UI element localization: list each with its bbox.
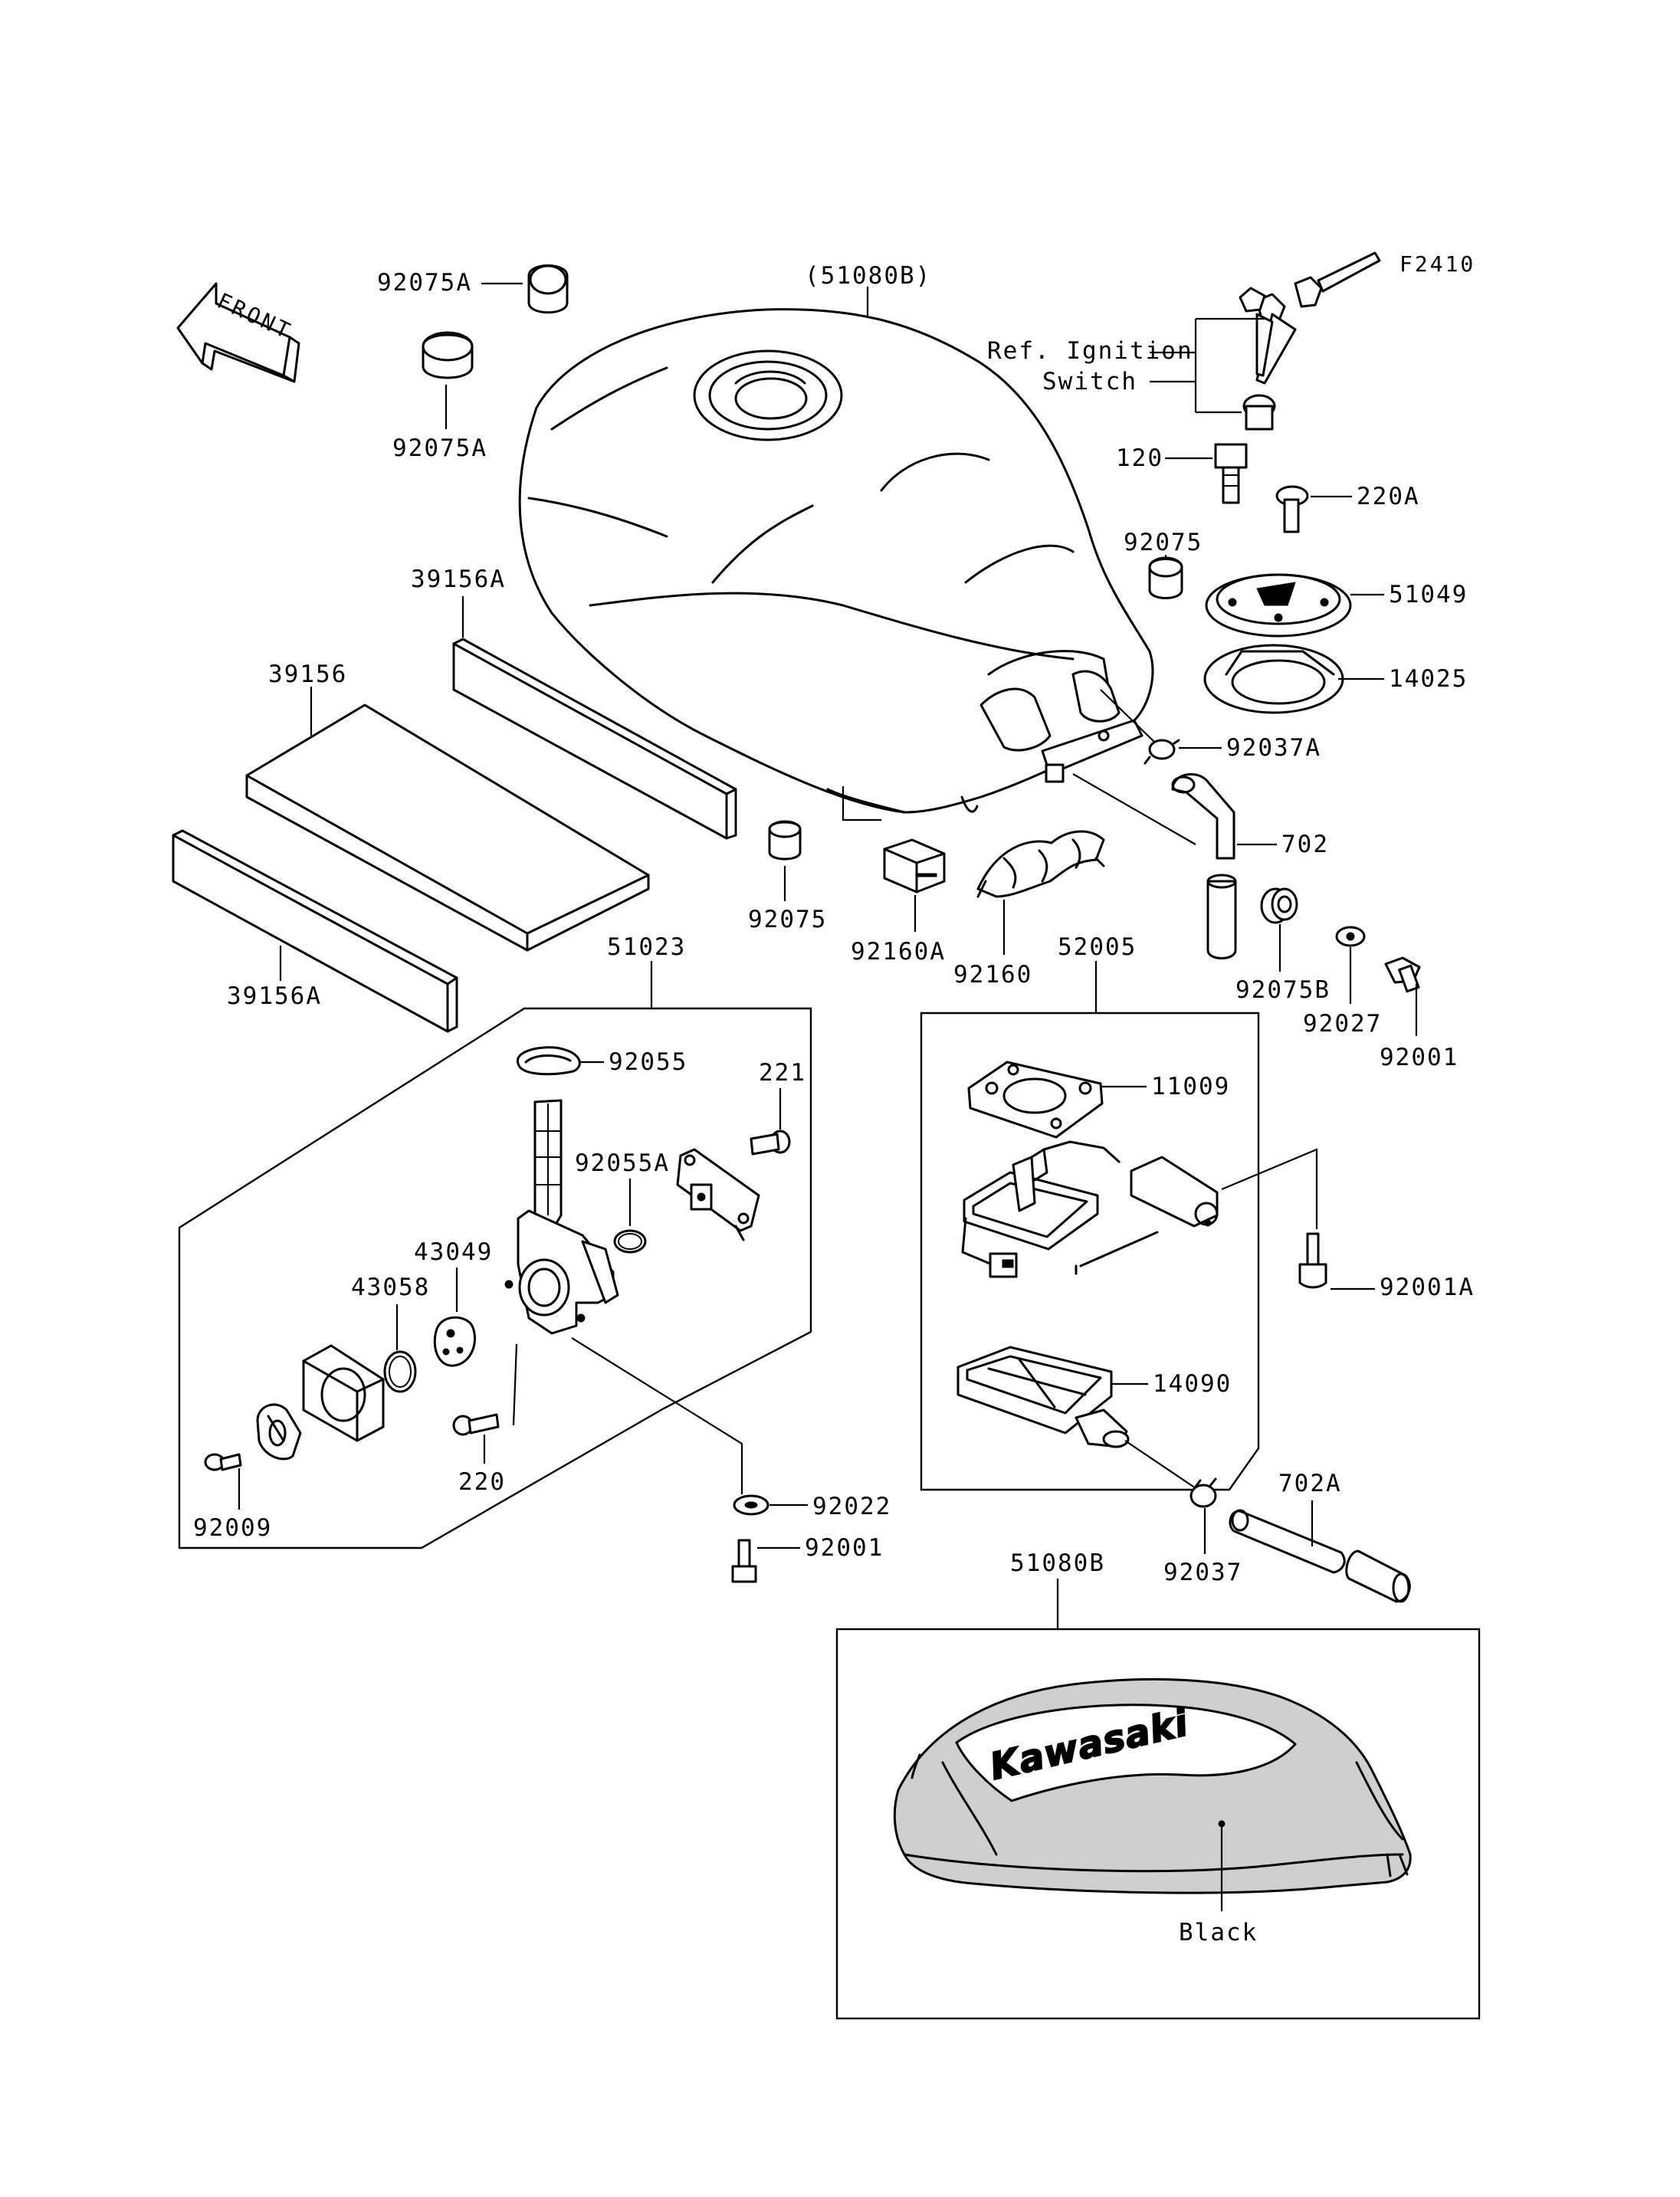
cushion-92075-mid-icon [768,820,802,861]
pad-39156A-top-icon [452,638,737,840]
clip-92037A-icon [1144,739,1180,765]
seal-43049-icon [433,1316,477,1367]
filter-14090-icon [956,1346,1130,1448]
damper-92160A-icon [883,838,946,894]
label-221: 221 [759,1059,806,1087]
label-92037A: 92037A [1226,734,1321,762]
assembly-box-52005 [920,1012,1260,1491]
ref-ignition-line1: Ref. Ignition [987,337,1193,365]
pad-39156-icon [245,703,650,952]
hose-702-icon [1171,772,1237,959]
screw-220A-icon [1275,485,1309,533]
oring-43058-icon [383,1350,417,1393]
label-92075B: 92075B [1235,976,1331,1004]
ignition-key-icon [1239,251,1381,385]
label-92001-bottom: 92001 [805,1534,884,1562]
ref-ignition-line2: Switch [1042,368,1137,395]
label-92075A-lower: 92075A [392,434,487,462]
screw-221-icon [750,1130,791,1156]
label-120: 120 [1116,444,1163,472]
bolt-92001-right-icon [1384,956,1421,993]
label-92075-mid: 92075 [748,906,827,933]
label-39156: 39156 [268,661,347,688]
black-tank-illustration: Kawasaki [893,1677,1412,1894]
oring-92055A-icon [613,1229,647,1254]
label-92055A: 92055A [575,1149,670,1177]
cap-51049-icon [1205,573,1352,638]
lever-plate-icon [302,1344,385,1442]
bolt-92001-bottom-icon [731,1539,757,1583]
label-43049: 43049 [414,1238,493,1266]
label-51023: 51023 [607,933,686,961]
fuel-level-sensor-icon [961,1140,1219,1278]
washer-92022-icon [733,1494,769,1516]
fuel-tank-illustration [518,308,1154,814]
label-92037: 92037 [1163,1559,1242,1586]
clip-92037-icon [1189,1477,1217,1508]
damper-92160-icon [976,830,1105,898]
label-11009: 11009 [1151,1073,1230,1100]
gasket-14025-icon [1203,644,1344,714]
label-14090: 14090 [1153,1370,1232,1398]
label-92160A: 92160A [851,938,946,966]
lever-knob-icon [256,1403,302,1461]
label-92001A: 92001A [1380,1274,1475,1301]
label-92001-right: 92001 [1380,1044,1459,1071]
label-52005: 52005 [1058,933,1137,961]
assembly-box-51023 [178,1007,812,1549]
label-51080B: 51080B [1010,1549,1105,1577]
fuel-tap-strainer-icon [504,1099,619,1335]
label-92055: 92055 [609,1048,687,1076]
bolt-120-icon [1214,443,1248,504]
screw-220-icon [452,1413,500,1436]
label-92009: 92009 [193,1514,272,1542]
label-51080B-paren: (51080B) [805,262,931,290]
gasket-11009-icon [967,1061,1104,1139]
label-14025: 14025 [1389,665,1468,693]
label-black: Black [1179,1919,1258,1946]
label-39156A-bottom: 39156A [227,982,322,1010]
label-39156A-top: 39156A [411,566,506,593]
grommet-92075B-icon [1260,887,1298,924]
grommet-92075A-upper-icon [527,264,569,314]
grommet-92075A-lower-icon [422,331,474,379]
bolt-92001A-icon [1298,1232,1327,1289]
label-92160: 92160 [953,961,1032,989]
assembly-box-51080B [835,1628,1481,2020]
tap-cover-plate-icon [676,1148,760,1241]
label-43058: 43058 [351,1274,430,1301]
cushion-92075-top-icon [1148,556,1183,599]
ignition-cap-icon [1242,394,1276,431]
label-702: 702 [1281,831,1329,858]
label-220A: 220A [1357,483,1420,510]
label-51049: 51049 [1389,581,1468,608]
hose-702A-icon [1229,1509,1411,1603]
label-92022: 92022 [812,1493,891,1520]
screw-92009-icon [204,1453,242,1471]
pad-39156A-bottom-icon [172,829,458,1033]
figure-code: F2410 [1399,251,1475,277]
label-92027: 92027 [1303,1010,1382,1038]
washer-92027-icon [1335,926,1366,947]
oring-92055-icon [517,1046,581,1076]
label-92075-top: 92075 [1124,529,1203,556]
label-702A: 702A [1278,1470,1342,1497]
label-220: 220 [458,1468,506,1496]
label-92075A-upper: 92075A [377,269,472,297]
front-arrow-icon: FRONT [176,282,300,383]
